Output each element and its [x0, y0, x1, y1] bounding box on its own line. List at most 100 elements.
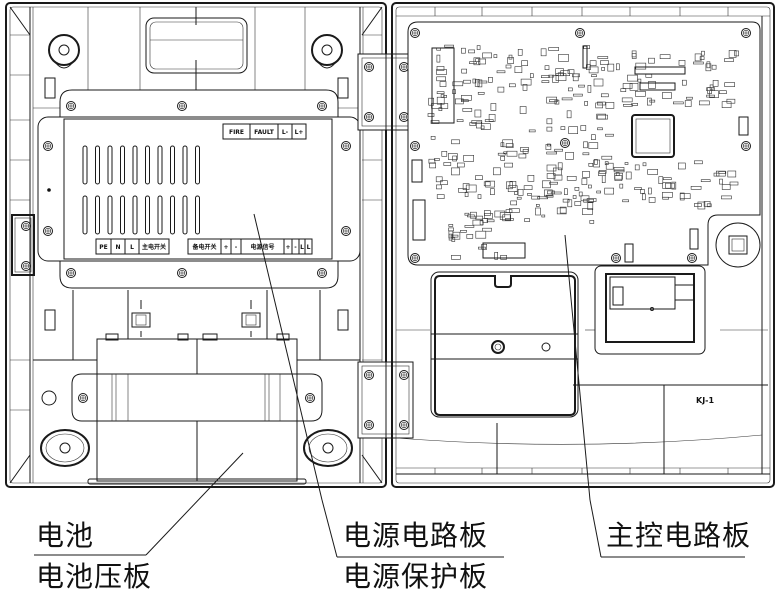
smd-component	[706, 61, 711, 69]
smd-component	[458, 188, 467, 193]
smd-component	[545, 194, 554, 198]
smd-component	[482, 52, 492, 59]
smd-component	[601, 155, 613, 160]
smd-component	[475, 121, 482, 129]
smd-component	[711, 64, 717, 70]
hinge-top	[357, 53, 414, 131]
smd-component	[591, 74, 597, 77]
smd-component	[440, 94, 445, 98]
smd-component	[588, 184, 592, 189]
left-latch-bracket	[11, 214, 35, 276]
smd-component	[593, 159, 601, 168]
smd-component	[478, 80, 488, 84]
smd-component	[427, 113, 435, 117]
right-battery-cover	[430, 271, 579, 418]
smd-component	[546, 173, 556, 179]
smd-component	[604, 187, 615, 195]
smd-component	[478, 246, 486, 250]
smd-component	[460, 230, 467, 233]
terminal-label: L	[300, 244, 304, 251]
pcb-part	[689, 228, 699, 250]
smd-component	[436, 194, 445, 199]
smd-component	[573, 93, 583, 97]
smd-component	[555, 68, 564, 76]
smd-component	[477, 79, 483, 88]
callout-main-control-board: 主控电路板	[606, 519, 752, 552]
smd-component	[565, 152, 574, 160]
smd-component	[554, 99, 560, 105]
smd-component	[477, 194, 482, 199]
smd-component	[556, 207, 567, 215]
smd-component	[436, 184, 442, 190]
smd-component	[641, 193, 646, 201]
terminal-label: -	[294, 244, 297, 251]
battery-area	[33, 290, 360, 485]
smd-component	[581, 178, 588, 185]
smd-component	[470, 211, 477, 219]
smd-component	[477, 92, 485, 95]
smd-component	[642, 162, 647, 167]
smd-component	[436, 76, 447, 82]
pcb-part	[634, 66, 686, 75]
smd-component	[520, 147, 529, 152]
smd-component	[451, 167, 460, 176]
smd-component	[560, 126, 566, 130]
smd-component	[601, 67, 605, 71]
smd-component	[502, 139, 514, 148]
smd-component	[540, 75, 550, 78]
smd-component	[597, 114, 608, 120]
smd-component	[734, 50, 739, 57]
smd-component	[719, 178, 723, 185]
smd-component	[440, 180, 448, 185]
smd-component	[597, 101, 606, 106]
terminal-label: 备电开关	[191, 243, 216, 251]
smd-component	[647, 187, 652, 195]
smd-component	[614, 172, 623, 180]
smd-component	[587, 202, 594, 210]
vent-slot	[145, 195, 150, 235]
smd-component	[597, 127, 603, 131]
smd-component	[572, 73, 579, 82]
smd-component	[605, 162, 614, 170]
pcb-part	[738, 116, 749, 136]
pcb-part	[411, 159, 423, 183]
smd-component	[451, 255, 461, 260]
smd-component	[665, 182, 675, 189]
smd-component	[623, 104, 633, 107]
smd-component	[509, 181, 517, 188]
smd-component	[494, 252, 499, 260]
smd-component	[637, 78, 642, 83]
smd-component	[463, 79, 471, 84]
smd-component	[703, 201, 711, 207]
main-control-board	[407, 21, 761, 268]
smd-component	[718, 171, 727, 174]
smd-component	[436, 96, 445, 105]
smd-component	[724, 58, 734, 62]
smd-component	[629, 83, 639, 91]
smd-component	[649, 99, 656, 103]
terminal-label: 主电开关	[142, 243, 166, 251]
vent-slot	[145, 145, 150, 185]
smd-component	[452, 155, 458, 162]
pcb-part	[624, 243, 634, 263]
vent-slot	[120, 145, 125, 185]
smd-component	[607, 63, 615, 72]
smd-component	[537, 196, 549, 200]
smd-component	[522, 149, 529, 154]
smd-component	[567, 69, 575, 74]
smd-component	[479, 220, 484, 226]
smd-component	[712, 80, 719, 87]
smd-component	[478, 58, 486, 65]
smd-component	[506, 150, 518, 157]
smd-component	[549, 99, 558, 102]
smd-component	[518, 153, 527, 159]
vent-slot	[132, 145, 138, 185]
smd-component	[475, 215, 483, 220]
smd-component	[519, 106, 527, 114]
vent-slot	[95, 145, 100, 185]
smd-component	[550, 191, 562, 195]
smd-component	[558, 54, 569, 62]
smd-component	[564, 188, 568, 195]
smd-component	[544, 65, 550, 70]
coin-cell-holder	[715, 222, 761, 268]
